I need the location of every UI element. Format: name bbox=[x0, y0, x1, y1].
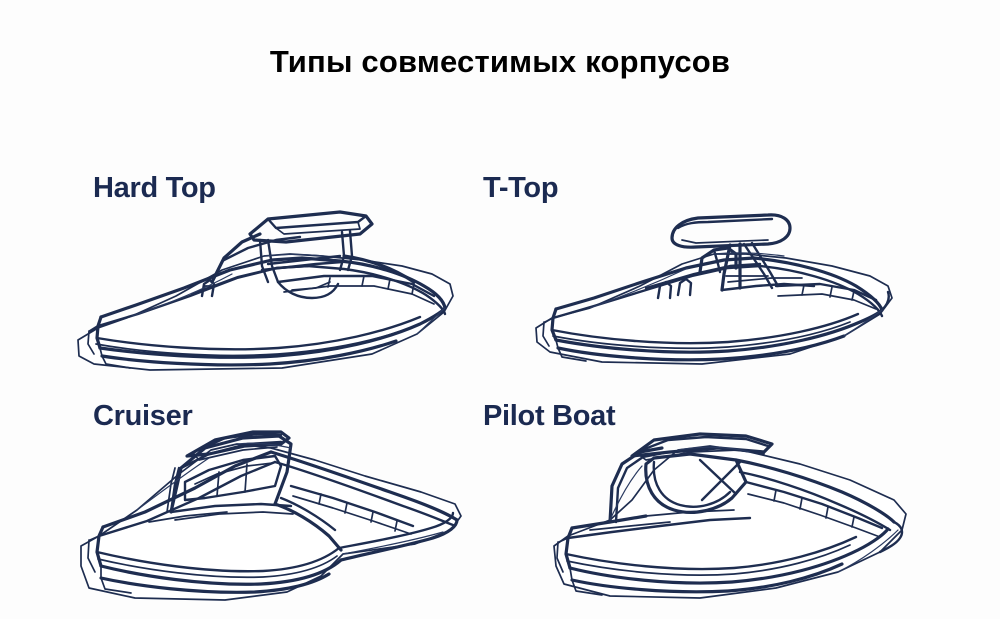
t-top-boat-illustration bbox=[535, 213, 893, 365]
hard-top-boat-illustration bbox=[77, 210, 454, 371]
panel-t-top: T-Top bbox=[470, 160, 930, 375]
cruiser-boat-illustration bbox=[80, 430, 462, 601]
pilot-boat-illustration bbox=[553, 432, 907, 599]
page-title: Типы совместимых корпусов bbox=[269, 44, 731, 79]
panel-cruiser: Cruiser bbox=[60, 388, 480, 608]
panel-label-hard-top: Hard Top bbox=[93, 172, 216, 204]
panel-pilot-boat: Pilot Boat bbox=[470, 388, 930, 608]
panel-label-cruiser: Cruiser bbox=[93, 400, 193, 432]
panel-hard-top: Hard Top bbox=[60, 160, 480, 375]
panel-label-t-top: T-Top bbox=[483, 172, 559, 204]
panel-label-pilot-boat: Pilot Boat bbox=[483, 400, 616, 432]
